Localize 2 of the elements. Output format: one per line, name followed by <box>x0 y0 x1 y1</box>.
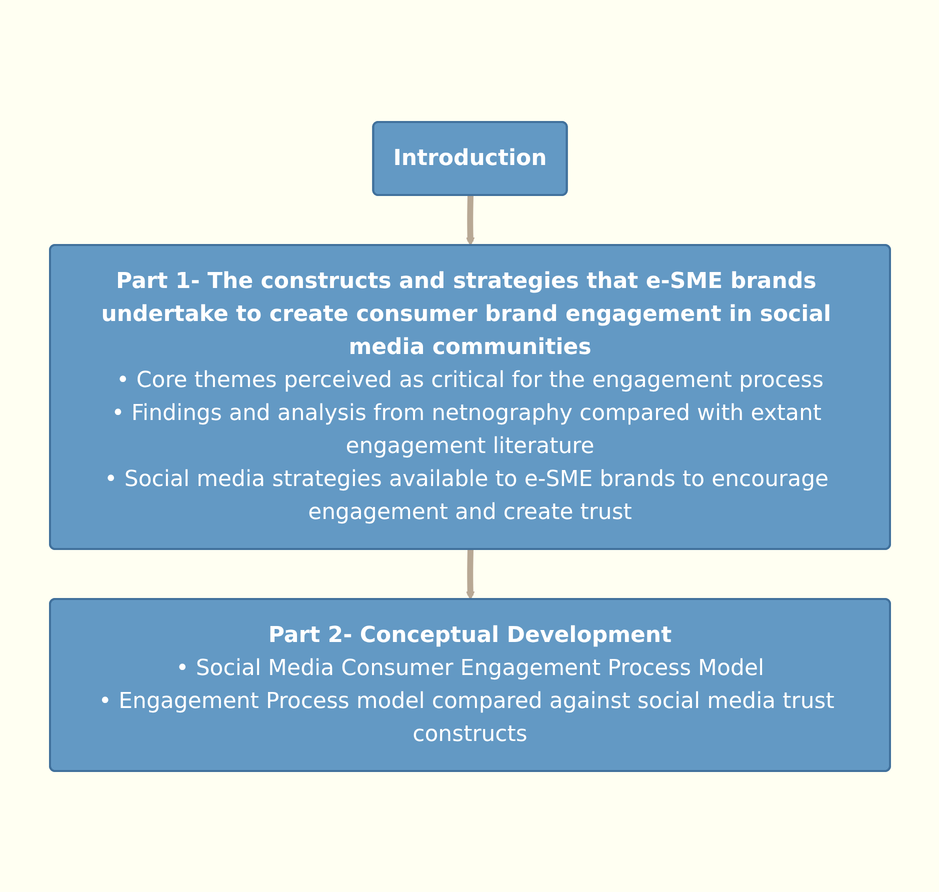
arrow <box>465 194 474 246</box>
arrow <box>465 548 474 600</box>
